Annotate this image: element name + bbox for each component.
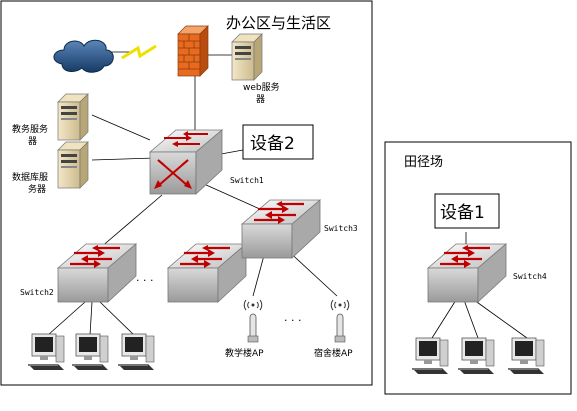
switch-icon-2 (56, 242, 138, 304)
access-point-icon (330, 299, 350, 343)
switch1-label: Switch1 (230, 176, 264, 185)
web-server-label-1: web服务 (243, 81, 280, 93)
track-zone-border (384, 141, 572, 395)
switch-icon-extra (166, 242, 248, 304)
switch-icon-core (149, 129, 223, 195)
lightning-icon (121, 44, 157, 60)
device2-box (242, 124, 314, 160)
firewall-icon (177, 25, 209, 77)
switch-icon-4 (426, 242, 508, 304)
computer-icon (457, 337, 495, 375)
office-zone-border (0, 0, 373, 386)
db-server-label-2: 务器 (28, 183, 46, 195)
dorm-ap-label: 宿舍楼AP (314, 347, 353, 359)
db-server: 数据库服 务器 (12, 141, 89, 195)
web-server: web服务 器 (231, 33, 280, 105)
device2-label: 设备2 (250, 134, 295, 154)
computer-icon (411, 337, 449, 375)
device1-label: 设备1 (440, 203, 485, 223)
teach-ap-label: 教学楼AP (225, 347, 264, 359)
switch2-label: Switch2 (20, 288, 54, 297)
switch-ellipsis: · · · (136, 274, 153, 287)
db-server-label-1: 数据库服 (12, 171, 48, 183)
ap-ellipsis: · · · (284, 314, 301, 327)
server-icon (57, 93, 89, 141)
computer-icon (507, 337, 545, 375)
edu-server: 教务服务 器 (12, 93, 89, 147)
switch-icon-3 (240, 198, 322, 260)
server-icon (57, 141, 89, 189)
switch4-label: Switch4 (513, 272, 547, 281)
computer-icon (117, 333, 155, 371)
office-zone-title: 办公区与生活区 (226, 14, 331, 32)
cloud-icon (53, 39, 114, 73)
edu-server-label-2: 器 (28, 136, 37, 147)
switch3-label: Switch3 (324, 224, 358, 233)
track-zone-title: 田径场 (404, 155, 443, 170)
access-point-icon (243, 299, 263, 343)
device1-box (434, 193, 500, 229)
computer-icon (27, 333, 65, 371)
server-icon (231, 33, 263, 81)
edu-server-label-1: 教务服务 (12, 123, 48, 135)
computer-icon (71, 333, 109, 371)
web-server-label-2: 器 (256, 94, 265, 105)
